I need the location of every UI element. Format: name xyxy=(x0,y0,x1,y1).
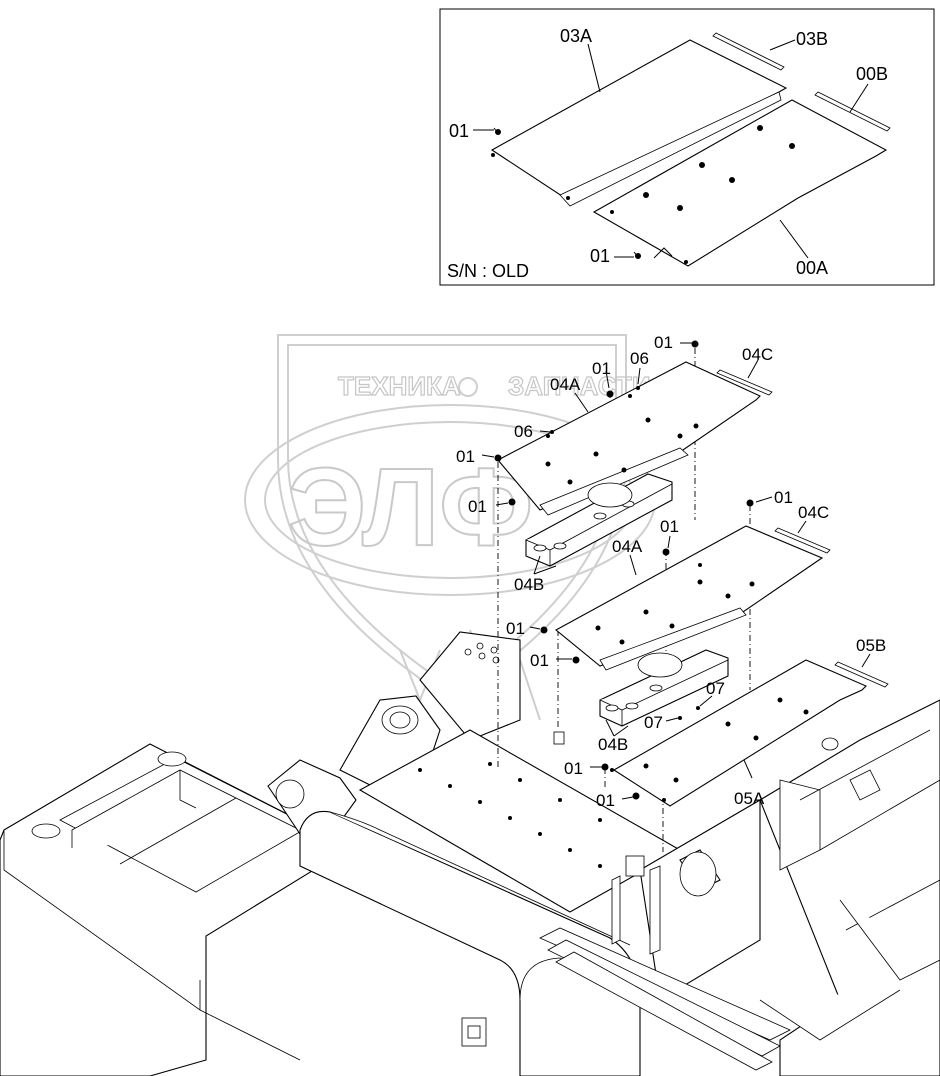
label-07-b: 07 xyxy=(644,713,663,732)
label-06-second: 06 xyxy=(514,422,533,441)
label-01-left-5: 01 xyxy=(564,759,583,778)
bolt-icon xyxy=(572,656,580,664)
label-01-right-2: 01 xyxy=(660,517,679,536)
exploded-plates xyxy=(494,340,889,807)
label-00A: 00A xyxy=(796,258,828,278)
label-04A-middle: 04A xyxy=(612,537,643,556)
label-04C-upper: 04C xyxy=(742,345,773,364)
bolt-icon xyxy=(633,251,641,259)
bolt-icon xyxy=(540,626,548,634)
inset-panel: 03A 03B 00B 01 01 00A S/N : OLD xyxy=(439,8,935,286)
label-01-top: 01 xyxy=(654,333,673,352)
label-01-left-2: 01 xyxy=(468,497,487,516)
bolt-icon xyxy=(606,390,614,398)
label-01-inset-top: 01 xyxy=(449,121,469,141)
label-03A: 03A xyxy=(560,26,592,46)
serial-caption: S/N : OLD xyxy=(447,261,529,281)
watermark-text-left: ТЕХНИКА xyxy=(338,371,461,401)
label-04B-lower: 04B xyxy=(598,735,628,754)
gear-icon xyxy=(458,377,478,397)
label-04C-lower: 04C xyxy=(798,503,829,522)
watermark: ТЕХНИКА ЗАПЧАСТИ ЭЛФ xyxy=(244,334,656,721)
bolt-icon xyxy=(508,498,516,506)
bolt-icon xyxy=(691,340,699,348)
bolt-icon xyxy=(494,454,502,462)
label-04B-upper: 04B xyxy=(514,575,544,594)
label-05B: 05B xyxy=(856,636,886,655)
watermark-logo: ЭЛФ xyxy=(288,446,533,569)
bolt-icon xyxy=(493,127,501,135)
bolt-icon xyxy=(662,548,670,556)
bolt-icon xyxy=(746,499,754,507)
label-04A-upper: 04A xyxy=(550,375,581,394)
label-01-inset-bottom: 01 xyxy=(590,246,610,266)
label-01-left-4: 01 xyxy=(530,651,549,670)
label-07-a: 07 xyxy=(706,679,725,698)
label-01-left-1: 01 xyxy=(456,447,475,466)
leader-lines xyxy=(481,342,871,800)
label-01-left-6: 01 xyxy=(596,791,615,810)
label-00B: 00B xyxy=(856,64,888,84)
label-01-left-3: 01 xyxy=(506,619,525,638)
label-01-mid-top: 01 xyxy=(592,359,611,378)
label-05A: 05A xyxy=(734,789,765,808)
label-01-right-1: 01 xyxy=(774,488,793,507)
bolt-icon xyxy=(601,763,609,771)
bolt-icon xyxy=(632,792,640,800)
label-06-top: 06 xyxy=(630,349,649,368)
label-03B: 03B xyxy=(796,29,828,49)
machine-frame xyxy=(0,631,940,1076)
part-labels: 01 06 01 04A 04C 06 01 01 04B 01 04C 01 … xyxy=(456,333,886,810)
